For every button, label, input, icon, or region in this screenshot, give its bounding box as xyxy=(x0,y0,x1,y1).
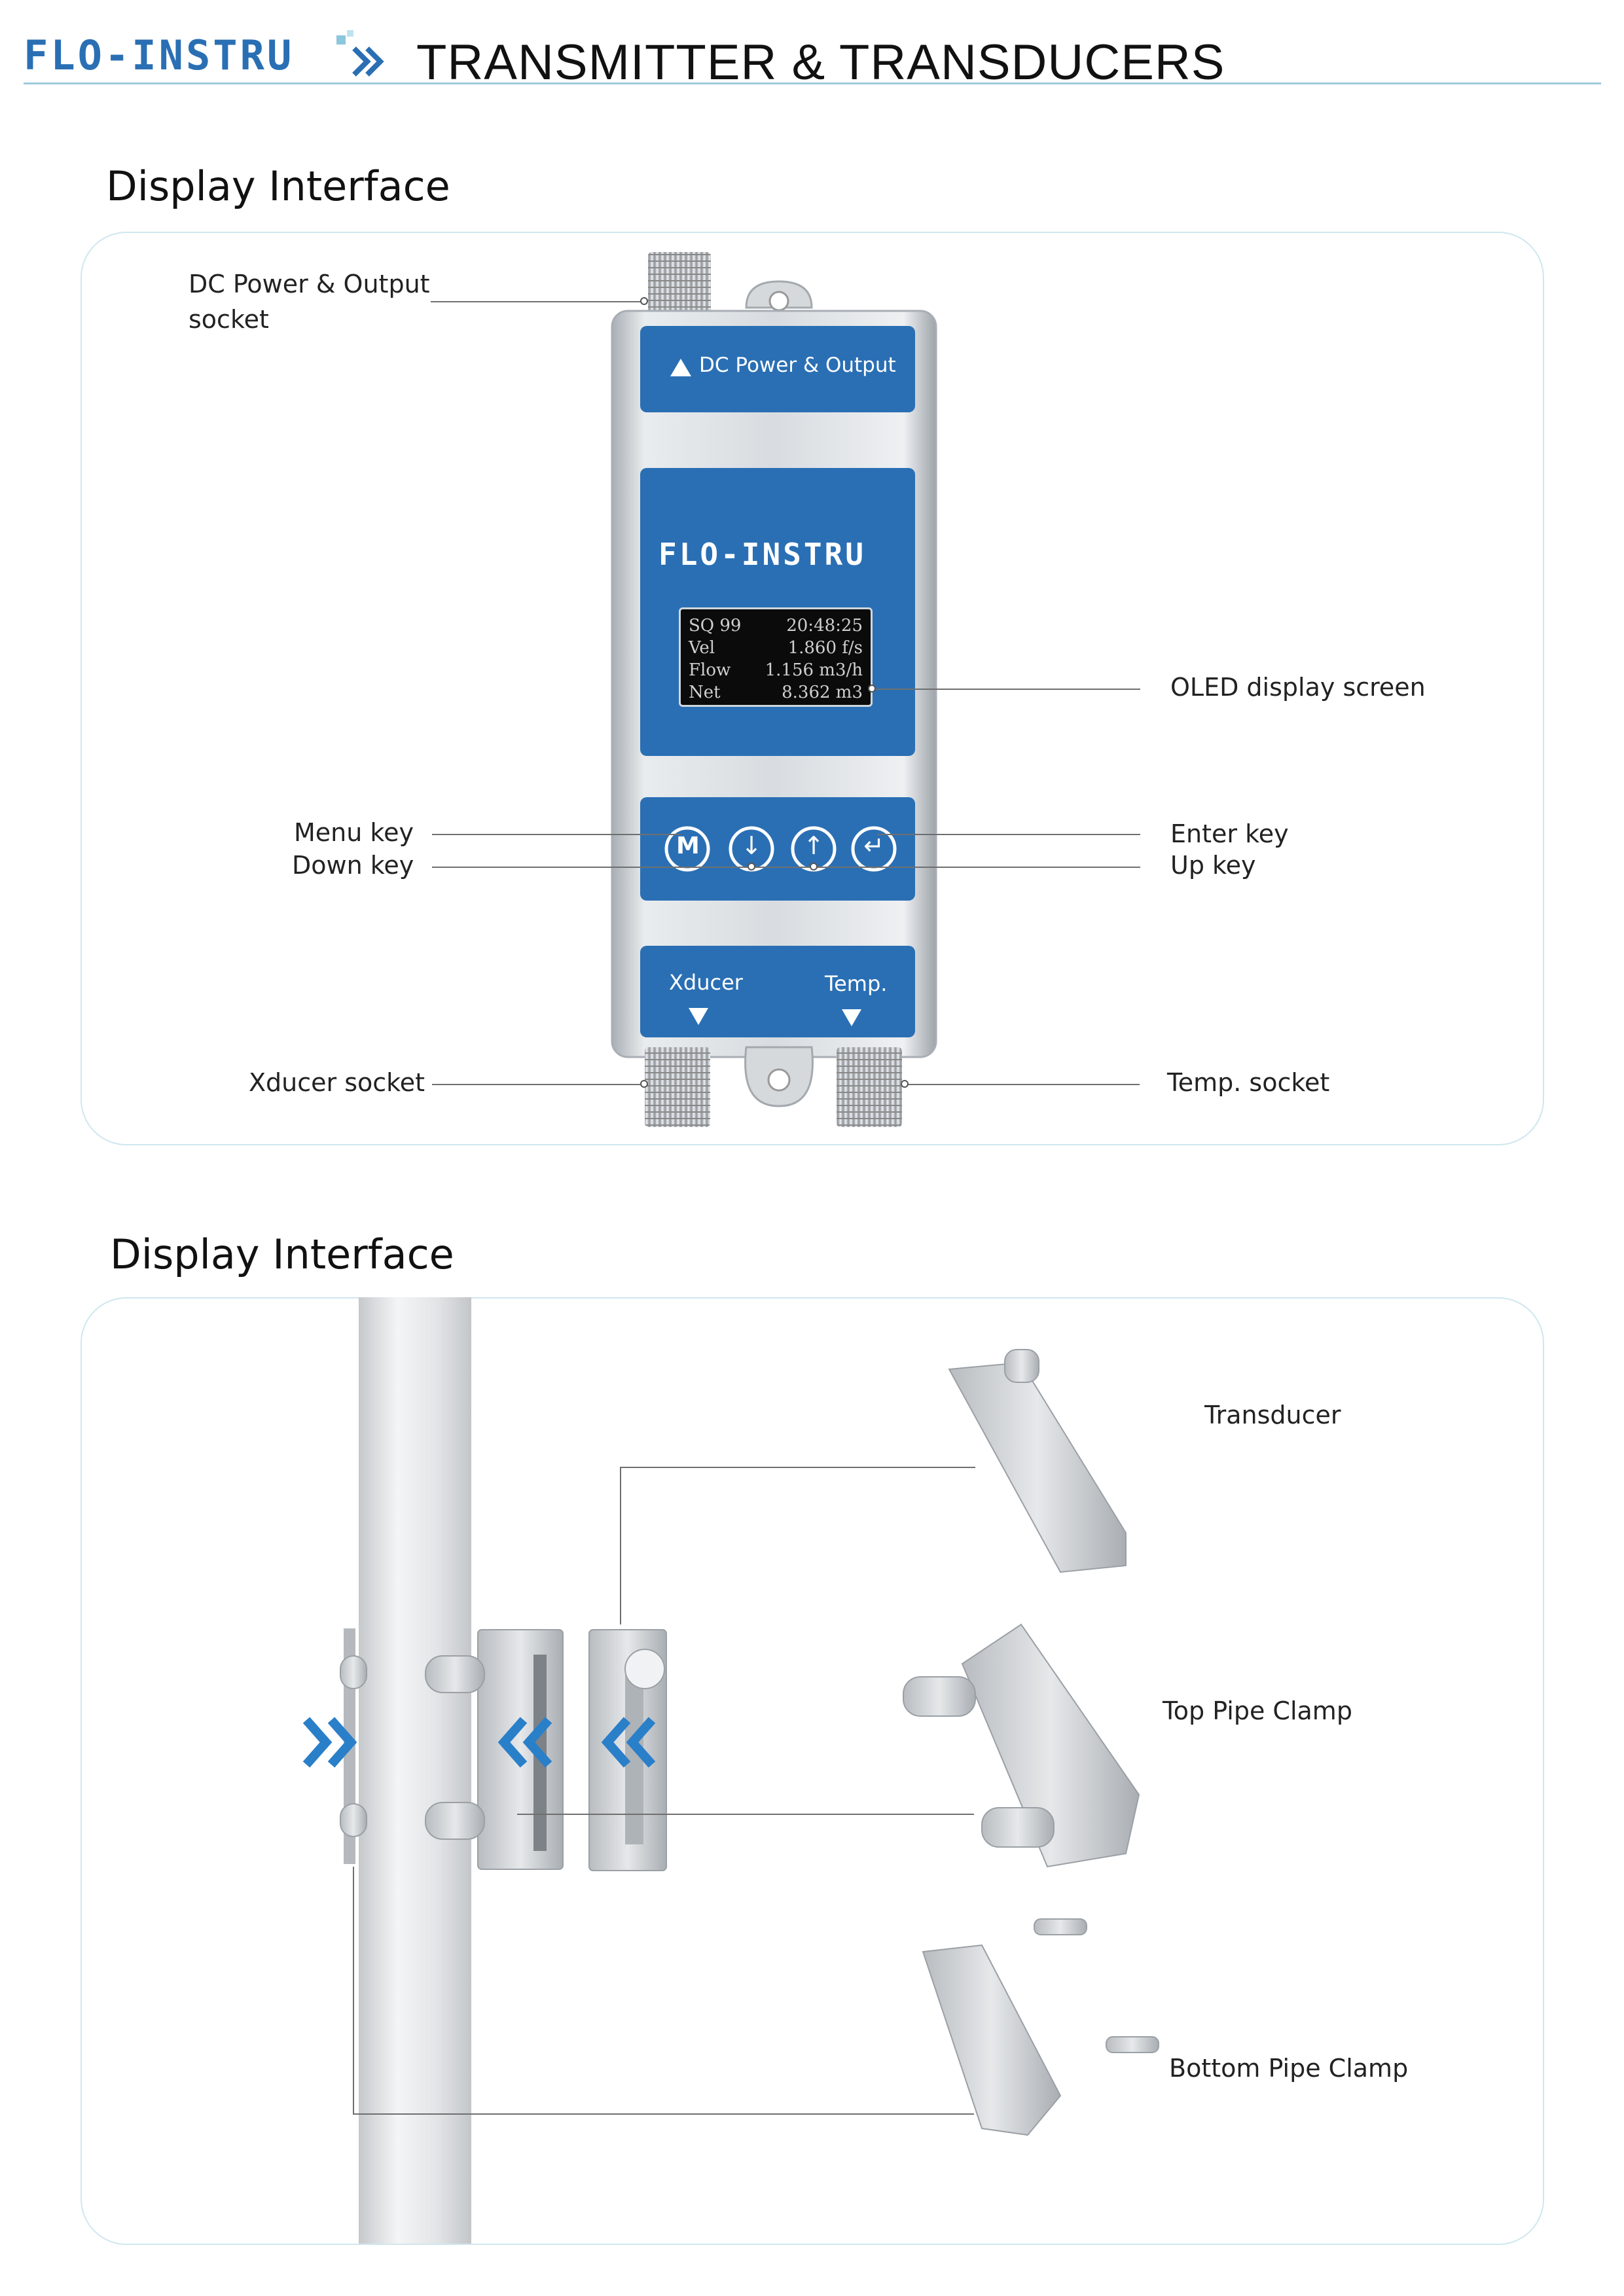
chevron-right-icon xyxy=(302,1717,357,1768)
temp-connector xyxy=(837,1047,902,1127)
down-key[interactable]: ↓ xyxy=(741,831,762,860)
callout-dc-power-line1: DC Power & Output xyxy=(189,270,430,298)
enter-key-ring xyxy=(851,826,897,872)
up-key[interactable]: ↑ xyxy=(803,831,824,860)
device-brand-logo: FLO-INSTRU xyxy=(659,537,866,572)
device-top-label: DC Power & Output xyxy=(699,353,896,377)
page-header: FLO-INSTRU TRANSMITTER & TRANSDUCERS xyxy=(24,20,1601,90)
leader-xducer xyxy=(432,1084,645,1085)
chevron-left-icon xyxy=(601,1717,656,1768)
callout-top-pipe-clamp: Top Pipe Clamp xyxy=(1163,1696,1352,1725)
leader-dot xyxy=(810,863,818,870)
brand-logo: FLO-INSTRU xyxy=(24,30,384,79)
leader-temp xyxy=(907,1084,1140,1085)
callout-menu-key: Menu key xyxy=(294,818,414,847)
callout-bottom-pipe-clamp: Bottom Pipe Clamp xyxy=(1169,2054,1409,2083)
dc-power-connector xyxy=(648,252,711,324)
device-temp-label: Temp. xyxy=(825,971,888,996)
leader-oled xyxy=(875,689,1140,690)
callout-temp-socket: Temp. socket xyxy=(1167,1068,1330,1097)
page-title: TRANSMITTER & TRANSDUCERS xyxy=(416,35,1225,90)
section-title-installation: Display Interface xyxy=(110,1230,454,1278)
callout-down-key: Down key xyxy=(292,851,414,880)
pipe xyxy=(359,1297,471,2244)
leader-dot xyxy=(901,1080,909,1088)
bottom-clamp-part xyxy=(922,1944,1062,2136)
brand-logo-text: FLO-INSTRU xyxy=(24,31,294,79)
leader-down-up-key xyxy=(432,867,1140,868)
chevron-left-icon xyxy=(497,1717,552,1768)
leader-menu-key xyxy=(432,834,681,835)
xducer-connector xyxy=(645,1047,710,1127)
header-divider xyxy=(24,82,1601,84)
leader-lines xyxy=(353,1467,975,2115)
leader-dot xyxy=(868,685,876,692)
section-title-display-interface: Display Interface xyxy=(106,162,450,210)
device-xducer-label: Xducer xyxy=(669,970,743,995)
leader-dc-power xyxy=(431,301,647,302)
leader-dot xyxy=(640,1080,648,1088)
transmitter-device xyxy=(611,252,937,1127)
menu-key-ring xyxy=(664,826,710,872)
top-clamp-assembled xyxy=(477,1629,564,1870)
leader-dot xyxy=(640,297,648,305)
callout-xducer-socket: Xducer socket xyxy=(249,1068,425,1097)
enter-key[interactable]: ↵ xyxy=(863,831,884,860)
callout-up-key: Up key xyxy=(1170,851,1256,880)
transducer-part xyxy=(948,1361,1127,1573)
menu-key[interactable]: M xyxy=(676,833,700,859)
callout-transducer: Transducer xyxy=(1204,1401,1341,1429)
callout-oled-display: OLED display screen xyxy=(1170,673,1426,702)
installation-diagram xyxy=(302,1297,1159,2244)
callout-enter-key: Enter key xyxy=(1170,819,1289,848)
leader-dot xyxy=(748,863,755,870)
installation-panel xyxy=(81,1297,1544,2245)
leader-enter-key xyxy=(877,834,1140,835)
callout-dc-power-line2: socket xyxy=(189,305,269,334)
direction-arrows xyxy=(302,1717,656,1768)
